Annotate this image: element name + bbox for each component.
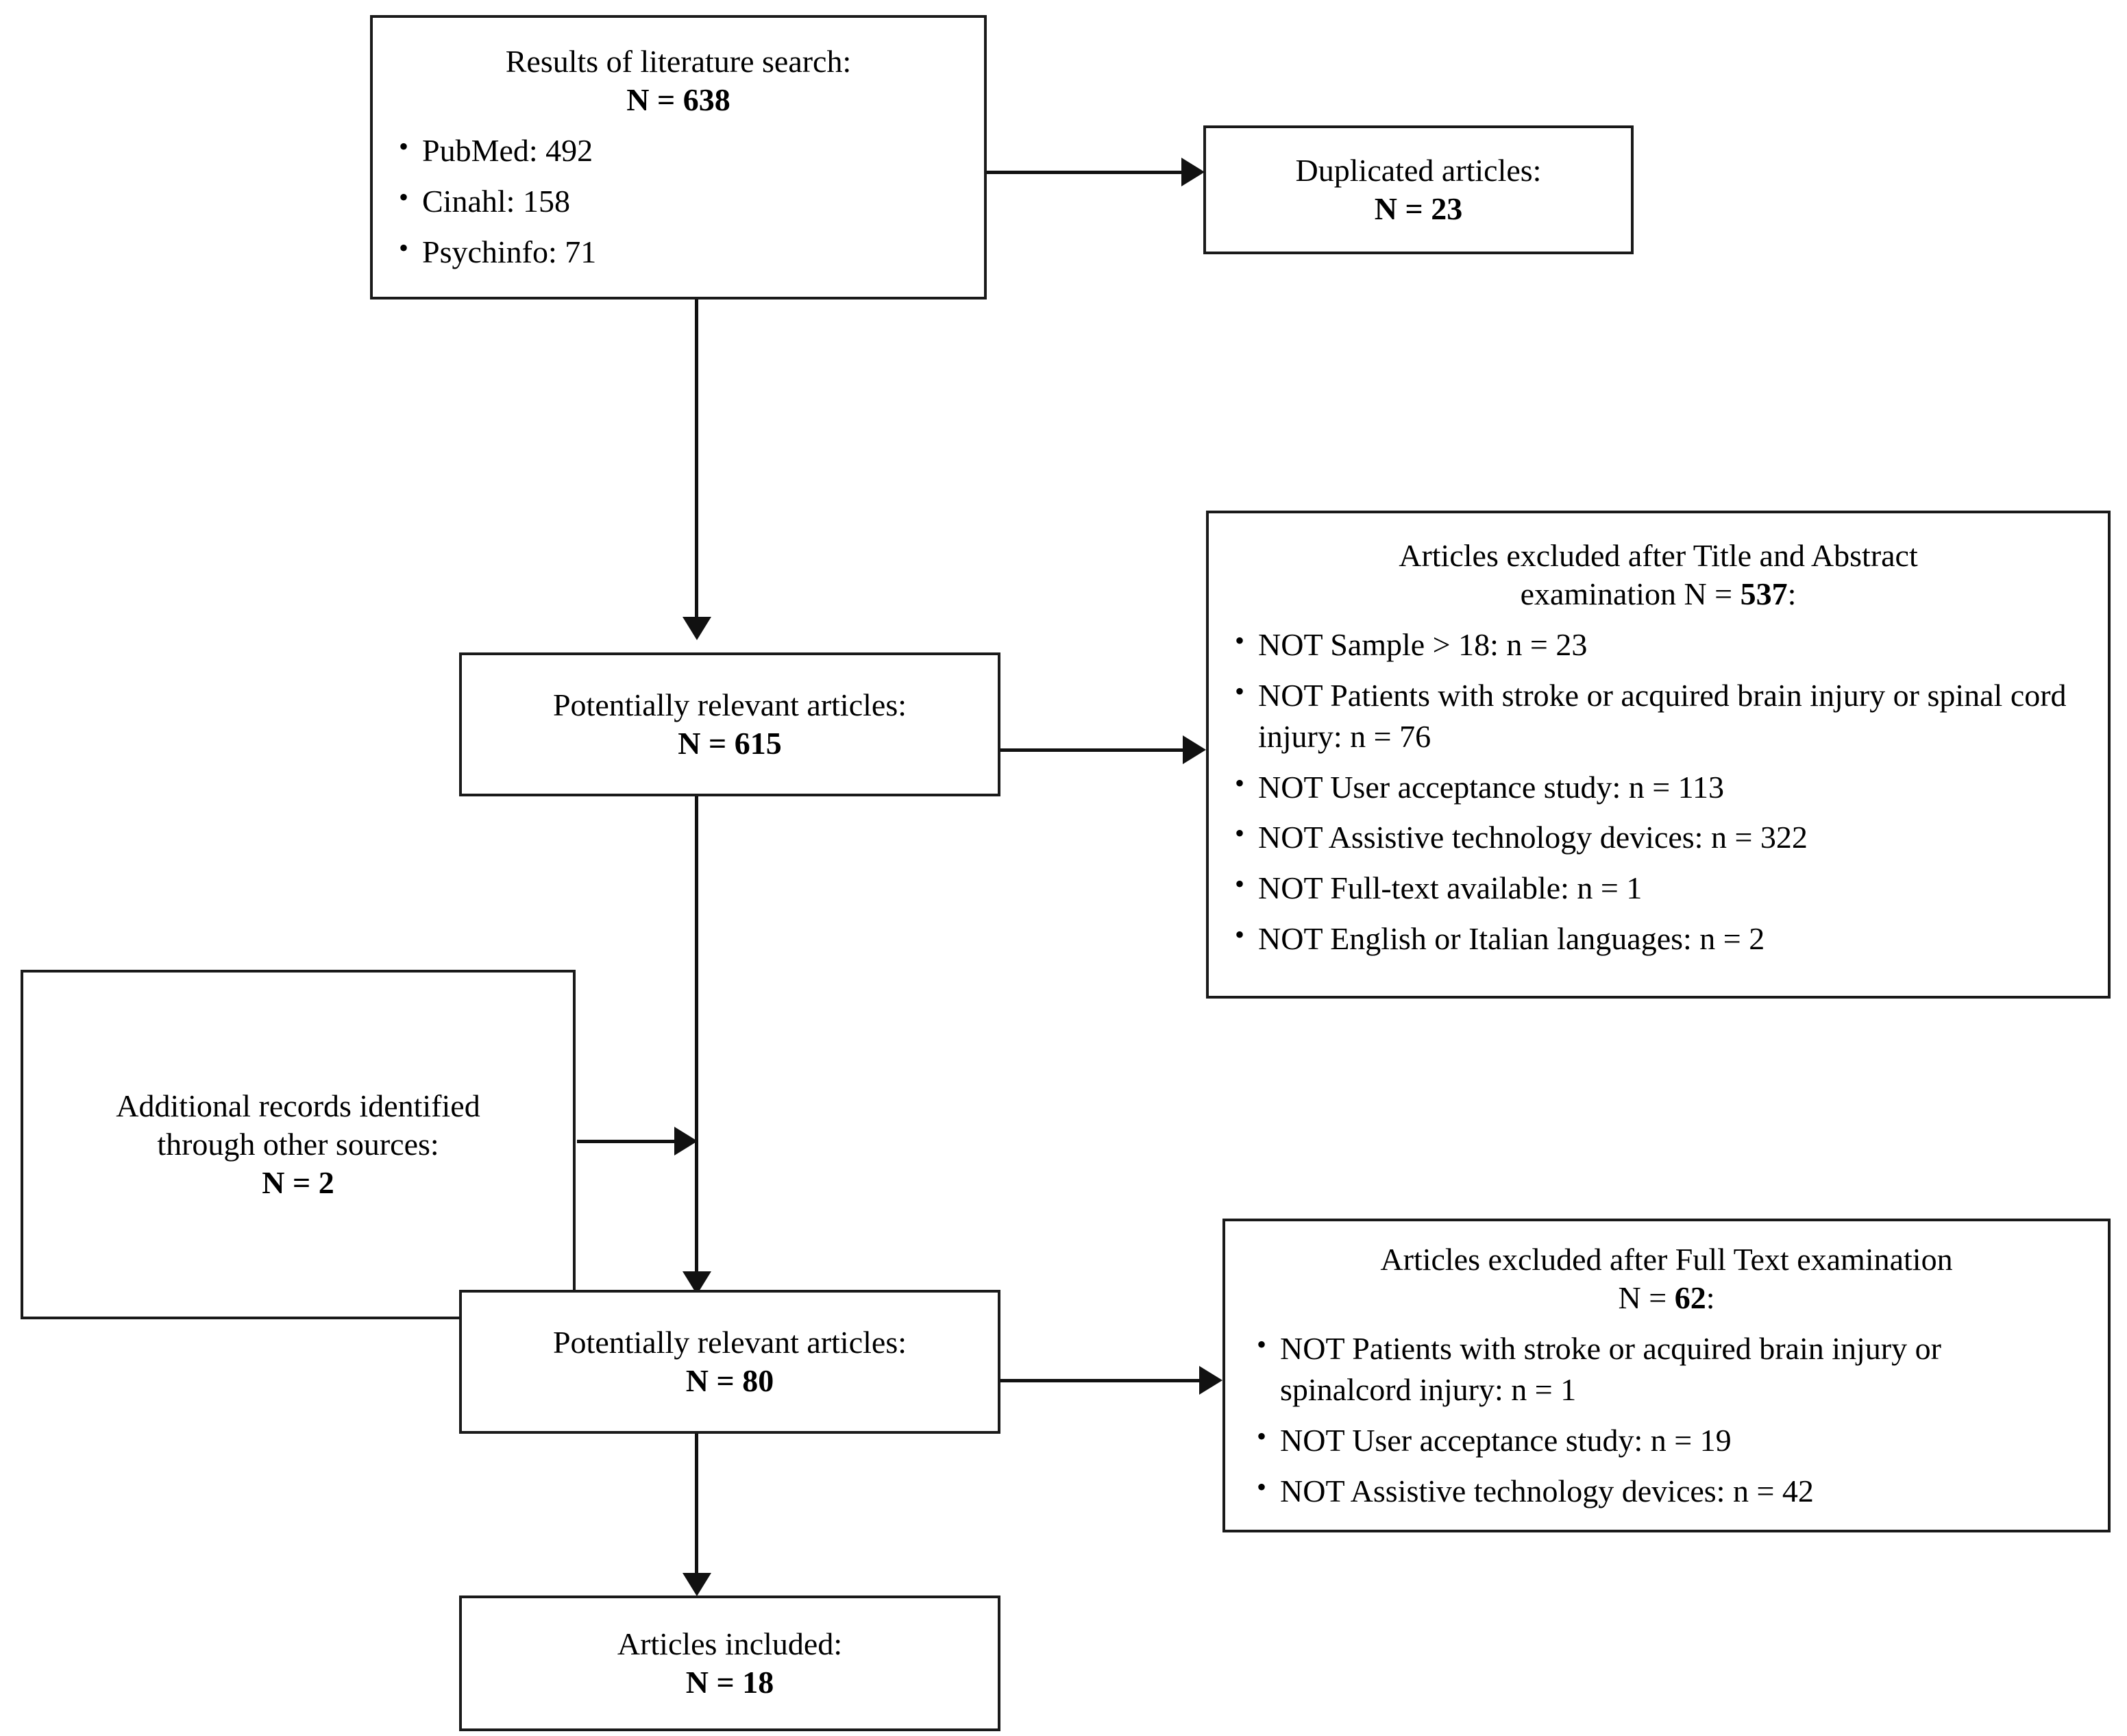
box-additional-records: Additional records identified through ot…	[21, 970, 576, 1319]
additional-records-count-label: N	[262, 1165, 285, 1201]
potentially-relevant-1-title: Potentially relevant articles:	[552, 687, 907, 722]
arrowhead-relevant1-to-excluded1	[1183, 735, 1206, 764]
connector-relevant2-to-included	[695, 1434, 698, 1585]
list-item: NOT Patients with stroke or acquired bra…	[1257, 1327, 2080, 1410]
connector-search-to-relevant1	[695, 299, 698, 622]
list-item: NOT User acceptance study: n = 19	[1257, 1419, 2080, 1461]
potentially-relevant-1-count-label: N	[678, 726, 701, 761]
list-item: NOT Assistive technology devices: n = 42	[1257, 1469, 2080, 1512]
potentially-relevant-1-count: N = 615	[462, 724, 998, 763]
list-item: NOT Assistive technology devices: n = 32…	[1235, 816, 2090, 858]
list-item: NOT Patients with stroke or acquired bra…	[1235, 674, 2090, 757]
box-articles-included: Articles included: N = 18	[459, 1596, 1000, 1731]
list-item: NOT English or Italian languages: n = 2	[1235, 917, 2090, 959]
excluded-title-abstract-count-value: 537	[1740, 576, 1788, 612]
search-results-count-value: 638	[683, 82, 730, 117]
list-item: NOT Sample > 18: n = 23	[1235, 623, 2090, 665]
list-item: Cinahl: 158	[399, 180, 966, 222]
search-results-count-label: N	[626, 82, 650, 117]
box-potentially-relevant-615: Potentially relevant articles: N = 615	[459, 652, 1000, 796]
duplicates-count-label: N	[1374, 191, 1397, 226]
excluded-full-text-title-suffix: :	[1706, 1280, 1715, 1316]
included-count: N = 18	[462, 1663, 998, 1702]
excluded-title-abstract-title-suffix: :	[1787, 576, 1797, 612]
search-results-title: Results of literature search:	[505, 43, 852, 79]
additional-records-title-line1: Additional records identified	[116, 1088, 480, 1123]
potentially-relevant-2-count: N = 80	[462, 1362, 998, 1400]
list-item: Psychinfo: 71	[399, 230, 966, 273]
search-results-source-list: PubMed: 492 Cinahl: 158 Psychinfo: 71	[373, 129, 984, 273]
potentially-relevant-1-count-sep: =	[709, 726, 727, 761]
arrowhead-search-to-relevant1	[683, 617, 711, 640]
excluded-full-text-reason-list: NOT Patients with stroke or acquired bra…	[1225, 1327, 2108, 1512]
excluded-title-abstract-title-prefix: examination N =	[1520, 576, 1733, 612]
excluded-full-text-count-value: 62	[1674, 1280, 1706, 1316]
list-item: NOT Full-text available: n = 1	[1235, 866, 2090, 909]
included-count-label: N	[685, 1665, 709, 1700]
arrowhead-relevant2-to-included	[683, 1573, 711, 1596]
arrowhead-relevant2-to-excluded2	[1199, 1366, 1222, 1395]
included-title: Articles included:	[617, 1626, 843, 1661]
additional-records-count-sep: =	[293, 1165, 311, 1201]
duplicates-count-value: 23	[1431, 191, 1463, 226]
box-duplicated-articles: Duplicated articles: N = 23	[1203, 125, 1634, 254]
connector-relevant1-to-excluded1	[1000, 748, 1187, 752]
additional-records-count: N = 2	[23, 1164, 573, 1202]
connector-additional-to-spine	[577, 1140, 680, 1143]
connector-search-to-duplicates	[987, 171, 1185, 174]
additional-records-count-value: 2	[318, 1165, 334, 1201]
potentially-relevant-2-count-value: 80	[742, 1363, 774, 1398]
duplicates-count-sep: =	[1405, 191, 1423, 226]
excluded-full-text-title-prefix: N =	[1618, 1280, 1667, 1316]
list-item: PubMed: 492	[399, 129, 966, 171]
potentially-relevant-2-count-sep: =	[716, 1363, 735, 1398]
potentially-relevant-2-count-label: N	[685, 1363, 709, 1398]
duplicates-count: N = 23	[1206, 190, 1631, 228]
excluded-title-abstract-title-line1: Articles excluded after Title and Abstra…	[1399, 538, 1918, 573]
connector-relevant1-to-relevant2	[695, 796, 698, 1276]
included-count-value: 18	[742, 1665, 774, 1700]
connector-relevant2-to-excluded2	[1000, 1379, 1205, 1382]
arrowhead-search-to-duplicates	[1181, 158, 1205, 186]
search-results-count: N = 638	[373, 81, 984, 119]
included-count-sep: =	[716, 1665, 735, 1700]
excluded-full-text-title-line2: N = 62:	[1225, 1279, 2108, 1317]
excluded-full-text-title-line1: Articles excluded after Full Text examin…	[1380, 1242, 1953, 1277]
box-search-results: Results of literature search: N = 638 Pu…	[370, 15, 987, 299]
box-excluded-full-text: Articles excluded after Full Text examin…	[1222, 1219, 2111, 1532]
box-potentially-relevant-80: Potentially relevant articles: N = 80	[459, 1290, 1000, 1434]
arrowhead-additional-to-spine	[674, 1127, 698, 1156]
additional-records-title-line2: through other sources:	[157, 1126, 439, 1162]
potentially-relevant-2-title: Potentially relevant articles:	[552, 1324, 907, 1360]
search-results-count-sep: =	[657, 82, 676, 117]
box-excluded-title-abstract: Articles excluded after Title and Abstra…	[1206, 511, 2111, 999]
potentially-relevant-1-count-value: 615	[734, 726, 782, 761]
excluded-title-abstract-reason-list: NOT Sample > 18: n = 23 NOT Patients wit…	[1209, 623, 2108, 959]
excluded-title-abstract-title-line2: examination N = 537:	[1209, 575, 2108, 613]
duplicates-title: Duplicated articles:	[1295, 152, 1542, 188]
list-item: NOT User acceptance study: n = 113	[1235, 766, 2090, 808]
